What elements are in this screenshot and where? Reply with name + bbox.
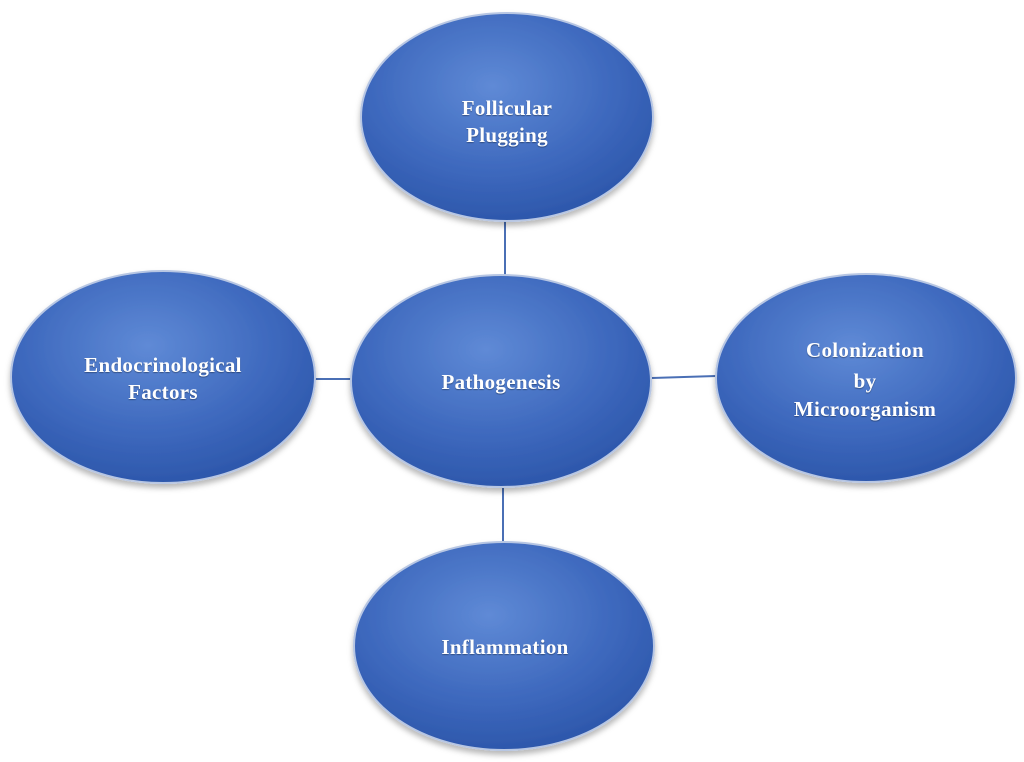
connector-right [651,375,717,379]
node-bottom-inflammation [353,541,655,751]
node-label-line: Inflammation [441,635,569,660]
node-label-line: Plugging [466,123,548,147]
node-center-pathogenesis [350,274,652,488]
node-label-endocrinological-factors: Endocrinological Factors [12,320,314,438]
node-label-line: Endocrinological [84,352,242,377]
node-top-follicular-plugging [360,12,654,222]
node-label-follicular-plugging: Follicular Plugging [362,62,652,182]
node-label-line: Follicular [461,95,553,120]
node-label-line: Pathogenesis [441,370,561,395]
node-label-colonization-by-microorganism: Colonization by Microorganism [716,310,1014,450]
node-label-line: Colonization [806,338,924,363]
node-left-endocrinological-factors [10,270,316,484]
node-label-pathogenesis: Pathogenesis [352,318,650,448]
node-label-line: Microorganism [793,396,937,421]
node-label-inflammation: Inflammation [357,588,653,708]
node-right-colonization [715,273,1017,483]
node-label-line: Factors [128,380,198,404]
node-label-line: by [853,369,877,394]
